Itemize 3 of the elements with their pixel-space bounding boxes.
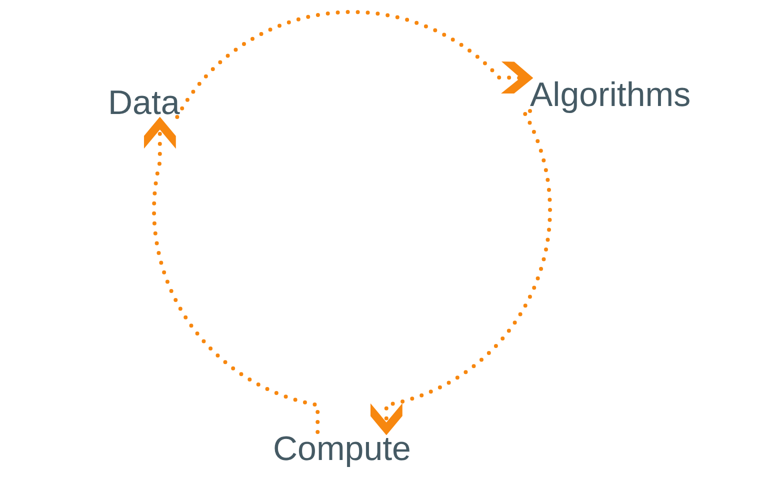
- node-label: Compute: [273, 432, 411, 466]
- node-label: Algorithms: [530, 78, 691, 112]
- node-label: Data: [108, 86, 180, 120]
